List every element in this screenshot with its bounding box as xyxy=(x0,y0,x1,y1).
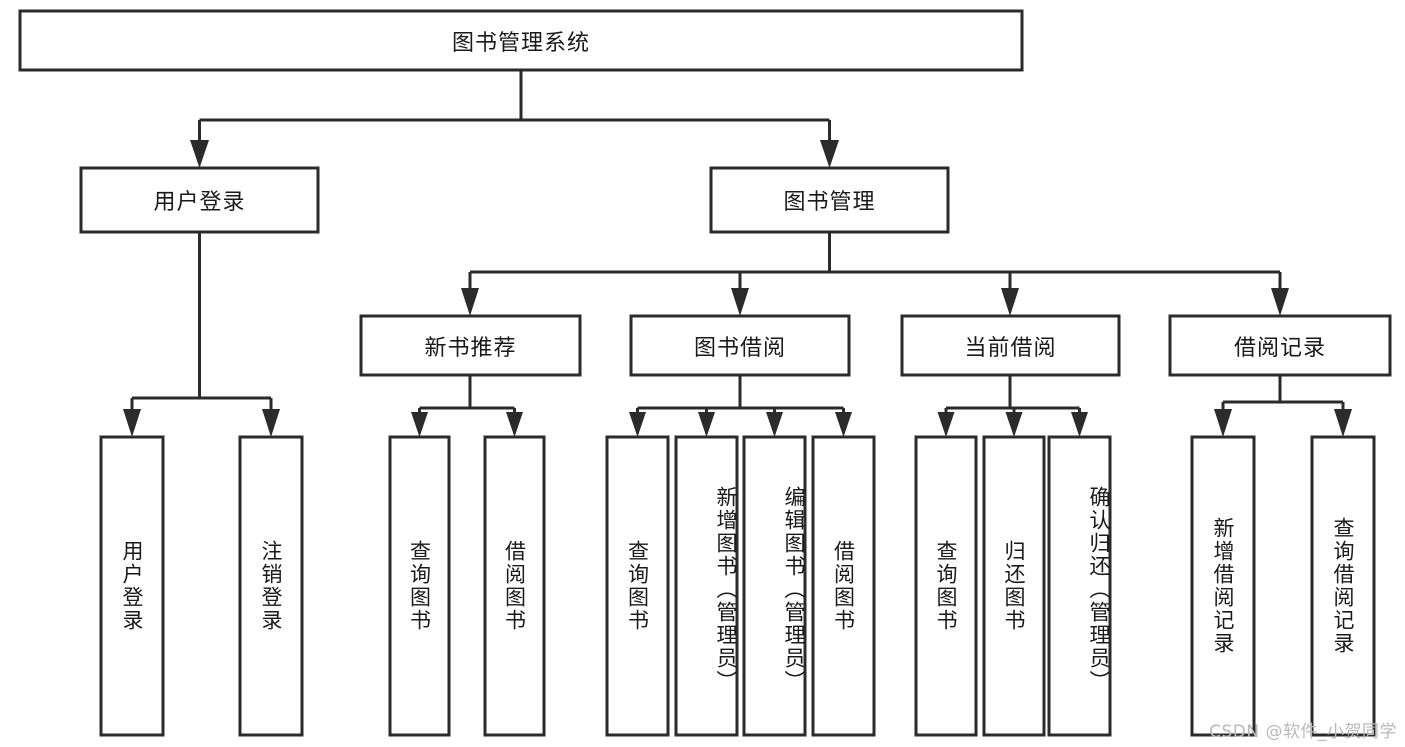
connector-group-book-borrow-to-leaves xyxy=(629,375,852,437)
arrow-head-book-borrow xyxy=(731,288,749,316)
node-box-user-login[interactable] xyxy=(79,166,320,234)
arrow-head-borrow-record xyxy=(1271,288,1289,316)
arrow-head-leaf-confirm-return-admin xyxy=(1071,412,1088,437)
node-box-book-management[interactable] xyxy=(709,166,950,234)
node-box-title[interactable] xyxy=(18,9,1024,72)
node-box-leaf-edit-book-admin[interactable] xyxy=(742,435,807,737)
node-box-book-borrow[interactable] xyxy=(629,314,851,377)
connector-group-user-login-to-leaves xyxy=(123,232,280,437)
arrow-head-leaf-query-book-2 xyxy=(629,412,646,437)
node-box-leaf-query-borrow-record[interactable] xyxy=(1310,435,1376,737)
arrow-head-new-book-recommend xyxy=(461,288,479,316)
arrow-head-leaf-query-book-1 xyxy=(411,412,428,437)
node-box-leaf-add-borrow-record[interactable] xyxy=(1190,435,1256,737)
connector-group-book-management-to-level3 xyxy=(461,232,1289,316)
connector-group-new-book-to-leaves xyxy=(411,375,523,437)
arrow-head-leaf-add-borrow-record xyxy=(1214,409,1232,437)
connector-group-borrow-record-to-leaves xyxy=(1214,375,1352,437)
node-box-leaf-query-book-3[interactable] xyxy=(914,435,978,737)
node-box-leaf-borrow-book-2[interactable] xyxy=(811,435,876,737)
node-box-current-borrow[interactable] xyxy=(900,314,1121,377)
arrow-head-leaf-query-borrow-record xyxy=(1334,409,1352,437)
arrow-head-leaf-return-book xyxy=(1005,412,1023,437)
arrow-head-leaf-borrow-book-2 xyxy=(835,412,852,437)
arrow-head-leaf-borrow-book-1 xyxy=(506,412,523,437)
arrow-head-leaf-logout-login xyxy=(262,409,280,437)
arrow-head-leaf-user-login xyxy=(123,409,141,437)
node-box-leaf-add-book-admin[interactable] xyxy=(674,435,739,737)
node-box-leaf-return-book[interactable] xyxy=(982,435,1046,737)
arrow-head-book-management xyxy=(820,140,839,168)
connector-group-root-to-level2 xyxy=(190,70,839,168)
node-box-leaf-confirm-return-admin[interactable] xyxy=(1047,435,1112,737)
node-box-new-book-recommend[interactable] xyxy=(359,314,582,377)
arrow-head-user-login xyxy=(190,140,209,168)
node-box-leaf-borrow-book-1[interactable] xyxy=(483,435,546,737)
node-box-borrow-record[interactable] xyxy=(1168,314,1392,377)
node-box-leaf-logout-login[interactable] xyxy=(238,435,304,737)
arrow-head-leaf-add-book-admin xyxy=(698,412,715,437)
node-box-leaf-query-book-1[interactable] xyxy=(388,435,451,737)
csdn-watermark: CSDN @软件_小贺同学 xyxy=(1209,722,1397,742)
node-box-leaf-query-book-2[interactable] xyxy=(605,435,670,737)
connector-group-current-borrow-to-leaves xyxy=(937,375,1088,437)
arrow-head-current-borrow xyxy=(1001,288,1019,316)
arrow-head-leaf-edit-book-admin xyxy=(766,412,783,437)
node-box-leaf-user-login[interactable] xyxy=(99,435,165,737)
arrow-head-leaf-query-book-3 xyxy=(937,412,955,437)
